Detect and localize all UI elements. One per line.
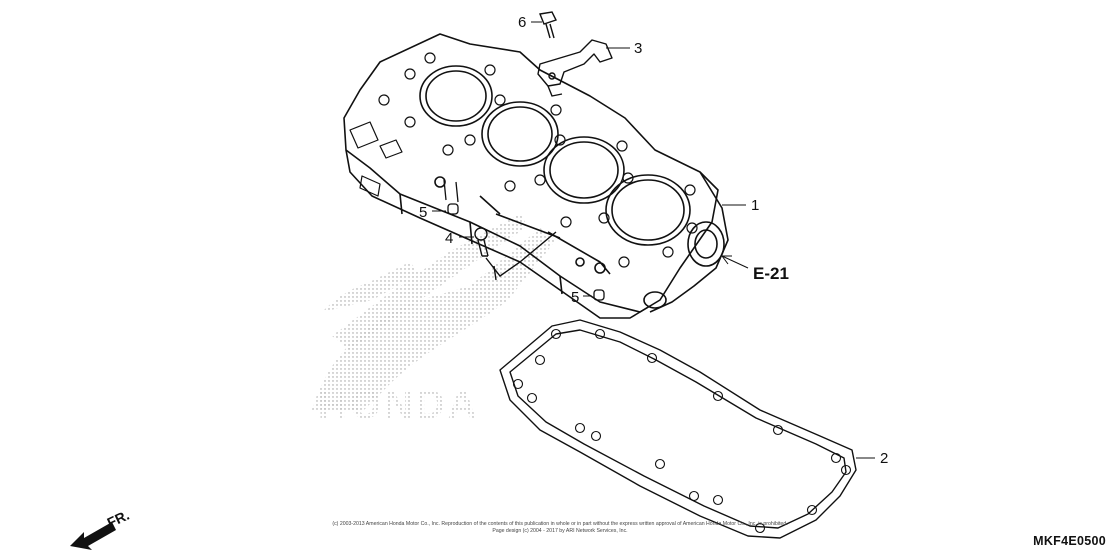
leader-lines xyxy=(432,21,875,459)
callout-2: 2 xyxy=(880,450,888,467)
callout-labels: 1 2 3 4 5 5 6 xyxy=(419,14,888,467)
callout-4: 4 xyxy=(445,230,453,247)
head-gasket xyxy=(499,319,857,539)
bracket xyxy=(537,39,613,97)
callout-6: 6 xyxy=(518,14,526,31)
honda-watermark-text: HONDA xyxy=(318,383,480,427)
front-label: FR. xyxy=(105,507,132,531)
cylinder-block xyxy=(343,33,729,319)
copyright-line-1: (c) 2003-2013 American Honda Motor Co., … xyxy=(332,521,788,527)
bolt-4 xyxy=(474,227,557,281)
copyright-line-2: Page design (c) 2004 - 2017 by ARI Netwo… xyxy=(492,528,628,534)
copyright-notice: (c) 2003-2013 American Honda Motor Co., … xyxy=(310,521,810,535)
callout-3: 3 xyxy=(634,40,642,57)
callout-1: 1 xyxy=(751,197,759,214)
front-direction-arrow: FR. xyxy=(70,507,132,550)
callout-5-lower: 5 xyxy=(571,289,579,306)
callout-5-upper: 5 xyxy=(419,204,427,221)
section-reference-e21: E-21 xyxy=(753,264,789,283)
bolt-6 xyxy=(539,11,557,39)
figure-code: MKF4E0500 xyxy=(1033,534,1106,548)
dowel-pins xyxy=(443,179,605,301)
